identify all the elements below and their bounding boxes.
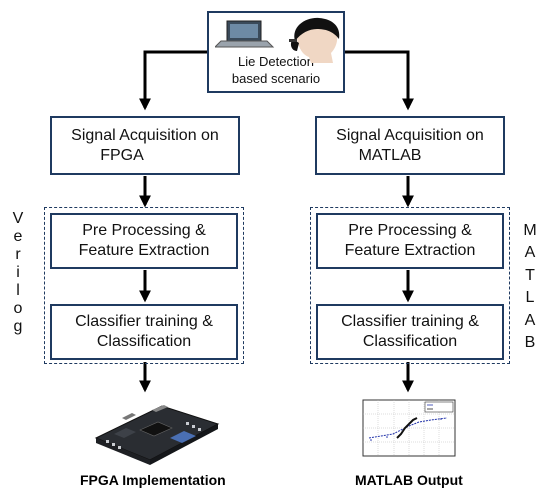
right-classifier-line1: Classifier training &: [341, 313, 479, 330]
right-acquisition-box: Signal Acquisition on MATLAB: [315, 116, 505, 175]
scenario-line2: based scenario: [231, 71, 321, 86]
laptop-icon: [215, 20, 275, 48]
person-head-icon: [289, 17, 340, 63]
left-preprocess-line1: Pre Processing &: [82, 222, 206, 239]
right-preprocess-line1: Pre Processing &: [348, 222, 472, 239]
fpga-board-icon: [94, 405, 220, 465]
left-acquisition-box: Signal Acquisition on FPGA: [50, 116, 240, 175]
verilog-side-label: V e r i l o g: [12, 210, 24, 335]
left-acquisition-line1: Signal Acquisition on: [71, 126, 219, 144]
right-acquisition-line1: Signal Acquisition on: [336, 126, 484, 144]
left-classifier-line1: Classifier training &: [75, 313, 213, 330]
right-classifier-box: Classifier training & Classification: [316, 304, 504, 360]
arrow-scenario-to-right: [345, 50, 414, 111]
right-preprocess-box: Pre Processing & Feature Extraction: [316, 213, 504, 269]
scenario-line1: Lie Detection: [238, 54, 314, 69]
left-acquisition-line2: FPGA: [100, 146, 144, 164]
left-processing-group: [44, 207, 244, 364]
scenario-box: Lie Detection based scenario: [207, 11, 345, 93]
left-classifier-box: Classifier training & Classification: [50, 304, 238, 360]
fpga-output-caption: FPGA Implementation: [80, 472, 226, 488]
right-acquisition-line2: MATLAB: [358, 146, 422, 164]
left-classifier-line2: Classification: [96, 333, 192, 350]
matlab-plot-icon: [357, 396, 459, 462]
matlab-side-label: M A T L A B: [523, 222, 537, 351]
matlab-output-caption: MATLAB Output: [355, 472, 463, 488]
right-preprocess-line2: Feature Extraction: [344, 242, 476, 259]
left-preprocess-line2: Feature Extraction: [78, 242, 210, 259]
left-preprocess-box: Pre Processing & Feature Extraction: [50, 213, 238, 269]
arrow-scenario-to-left: [139, 50, 207, 111]
right-classifier-line2: Classification: [362, 333, 458, 350]
right-processing-group: [310, 207, 510, 364]
